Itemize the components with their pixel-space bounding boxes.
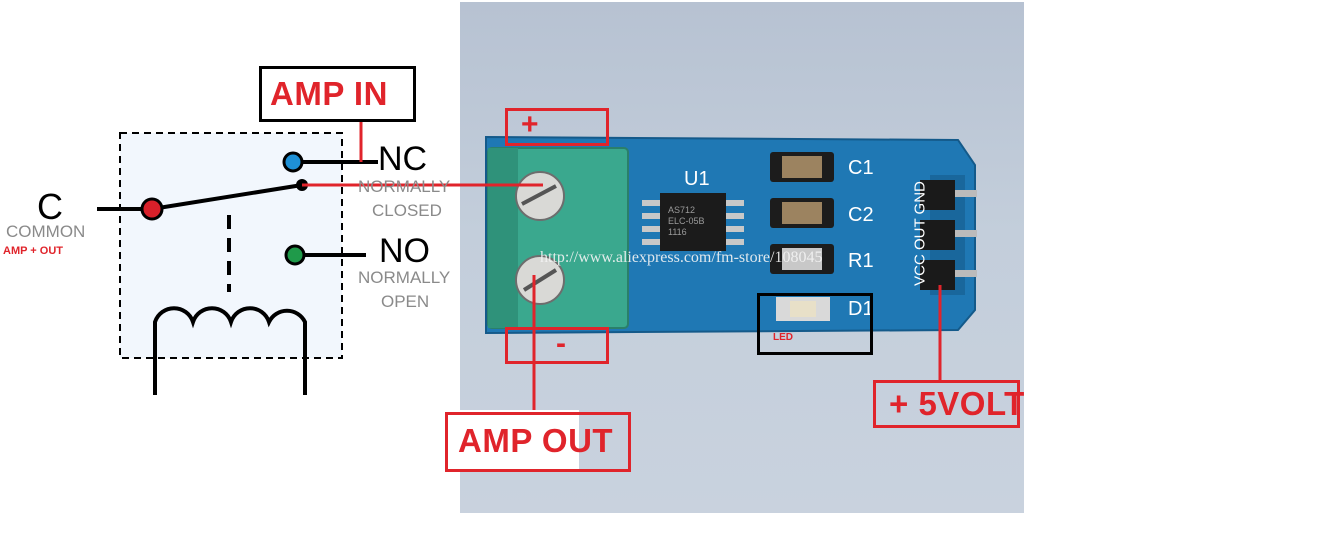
common-label: COMMON — [6, 222, 86, 241]
nc-label: NC — [378, 140, 428, 178]
c-label: C — [37, 186, 63, 227]
minus-box — [505, 327, 609, 364]
nc-dot — [282, 151, 304, 173]
no-label: NO — [379, 232, 430, 270]
chip-label: U1 — [684, 168, 710, 190]
normally-open-line1: NORMALLY — [358, 268, 451, 287]
normally-open-line2: OPEN — [381, 292, 430, 311]
plus-box — [505, 108, 609, 146]
watermark-url: http://www.aliexpress.com/fm-store/10804… — [540, 249, 823, 266]
normally-closed-line1: NORMALLY — [358, 177, 451, 196]
no-dot — [284, 244, 306, 266]
five-volt-box — [873, 380, 1020, 428]
amp-out-backing — [445, 410, 579, 470]
led-box — [757, 293, 873, 355]
c-dot — [140, 197, 164, 221]
five-volt-label: + 5VOLT — [889, 385, 1025, 422]
pin-labels: VCC OUT GND — [911, 181, 929, 286]
chip — [642, 193, 744, 251]
chip-text-2: ELC-05B — [668, 216, 705, 226]
led-label: LED — [773, 332, 793, 343]
header-pins — [920, 180, 977, 290]
c1-label: C1 — [848, 157, 874, 179]
amp-out-small-label: AMP + OUT — [3, 245, 64, 257]
amp-out-label: AMP OUT — [458, 422, 614, 459]
chip-marking: AS712 ELC-05B 1116 — [668, 205, 705, 238]
d1-label: D1 — [848, 298, 874, 320]
chip-text-1: AS712 — [668, 205, 696, 215]
minus-label: - — [556, 327, 567, 360]
c2-label: C2 — [848, 204, 874, 226]
plus-label: + — [521, 108, 540, 141]
chip-text-3: 1116 — [668, 227, 687, 237]
terminal-block — [487, 147, 629, 329]
r1-label: R1 — [848, 250, 874, 272]
smd-components — [770, 152, 834, 321]
amp-out-box — [445, 412, 631, 472]
amp-in-box — [259, 66, 416, 122]
amp-in-label: AMP IN — [270, 75, 388, 112]
normally-closed-line2: CLOSED — [372, 201, 442, 220]
